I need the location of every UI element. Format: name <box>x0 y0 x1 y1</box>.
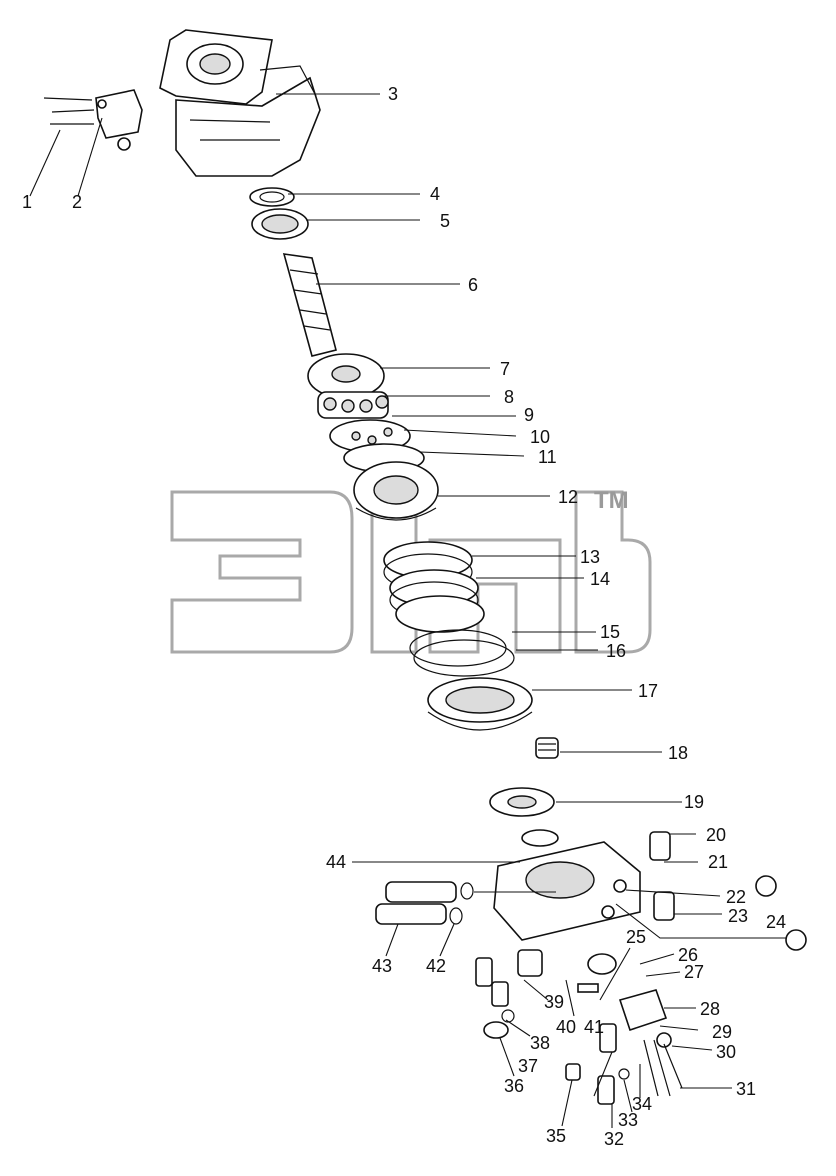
callout-label-1: 1 <box>22 192 32 212</box>
springs <box>535 737 559 759</box>
callout-label-12: 12 <box>558 487 578 507</box>
callout-label-19: 19 <box>684 792 704 812</box>
callout-label-4: 4 <box>430 184 440 204</box>
brake-piston <box>427 677 533 731</box>
friction-discs <box>383 541 485 633</box>
callout-label-3: 3 <box>388 84 398 104</box>
callout-label-11: 11 <box>538 447 557 467</box>
relief-valves <box>375 881 474 925</box>
callout-label-8: 8 <box>504 387 514 407</box>
callout-label-15: 15 <box>600 622 620 642</box>
callout-label-44: 44 <box>326 852 346 872</box>
callout-label-39: 39 <box>544 992 564 1012</box>
callout-label-23: 23 <box>728 906 748 926</box>
bolts <box>43 97 95 125</box>
motor-housing <box>159 29 321 177</box>
callout-label-38: 38 <box>530 1033 550 1053</box>
callout-label-20: 20 <box>706 825 726 845</box>
callout-label-26: 26 <box>678 945 698 965</box>
callout-label-24: 24 <box>766 912 786 932</box>
splined-hub <box>353 461 439 521</box>
valve-block <box>95 89 143 151</box>
rear-cover <box>493 829 675 941</box>
callout-label-33: 33 <box>618 1110 638 1130</box>
bearing <box>251 208 309 240</box>
callout-label-18: 18 <box>668 743 688 763</box>
callout-label-14: 14 <box>590 569 610 589</box>
callout-label-30: 30 <box>716 1042 736 1062</box>
callout-label-9: 9 <box>524 405 534 425</box>
callout-label-16: 16 <box>606 641 626 661</box>
lower-fittings <box>475 949 630 1105</box>
callout-label-13: 13 <box>580 547 600 567</box>
callout-label-36: 36 <box>504 1076 524 1096</box>
watermark-trademark: TM <box>594 487 629 514</box>
callout-label-27: 27 <box>684 962 704 982</box>
drive-shaft <box>282 253 337 357</box>
callout-label-7: 7 <box>500 359 510 379</box>
callout-label-28: 28 <box>700 999 720 1019</box>
callout-label-34: 34 <box>632 1094 652 1114</box>
callout-label-5: 5 <box>440 211 450 231</box>
callout-label-40: 40 <box>556 1017 576 1037</box>
brake-valve <box>618 989 683 1097</box>
callout-label-37: 37 <box>518 1056 538 1076</box>
callout-label-2: 2 <box>72 192 82 212</box>
callout-label-6: 6 <box>468 275 478 295</box>
pistons <box>317 391 389 419</box>
o-rings <box>409 629 515 677</box>
leader-lines <box>29 93 786 1128</box>
port-plate <box>489 787 555 817</box>
callout-label-41: 41 <box>584 1017 604 1037</box>
callout-label-43: 43 <box>372 956 392 976</box>
callout-label-25: 25 <box>626 927 646 947</box>
callout-label-10: 10 <box>530 427 550 447</box>
callout-label-35: 35 <box>546 1126 566 1146</box>
seal-ring <box>249 187 295 207</box>
callout-label-42: 42 <box>426 956 446 976</box>
callout-label-32: 32 <box>604 1129 624 1149</box>
callout-label-22: 22 <box>726 887 746 907</box>
callout-label-31: 31 <box>736 1079 756 1099</box>
plugs <box>755 875 807 951</box>
callout-label-21: 21 <box>708 852 728 872</box>
callout-label-29: 29 <box>712 1022 732 1042</box>
callout-label-17: 17 <box>638 681 658 701</box>
